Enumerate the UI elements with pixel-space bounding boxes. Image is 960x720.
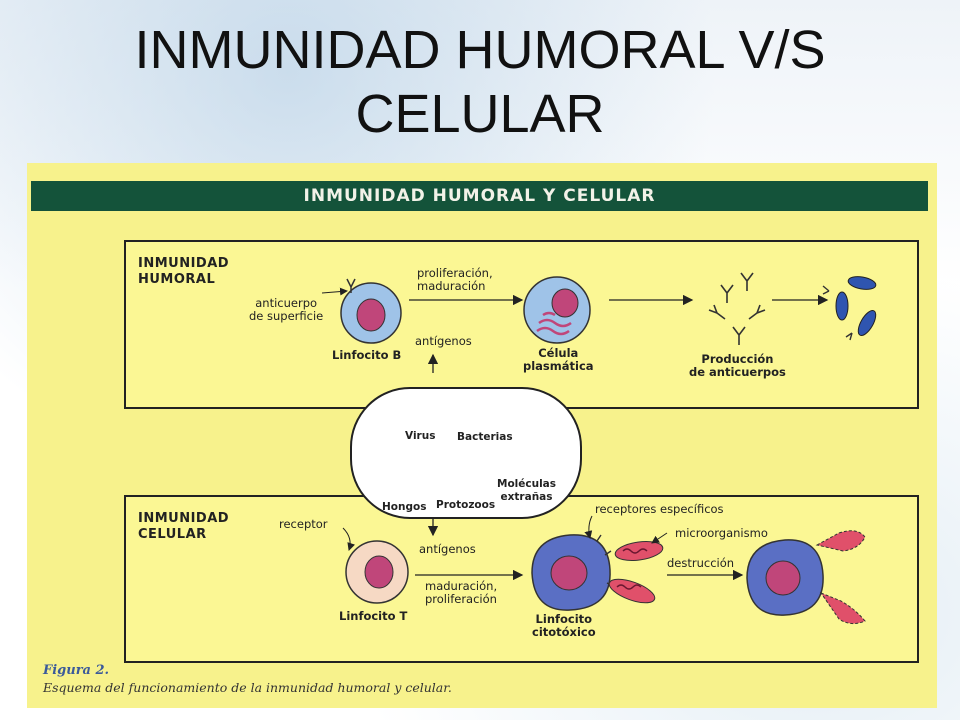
label-anticuerpo-line2: de superficie bbox=[249, 309, 324, 323]
label-citotoxico: Linfocito citotóxico bbox=[532, 613, 596, 639]
pathogens-oval bbox=[350, 387, 582, 519]
label-hongos: Hongos bbox=[382, 501, 427, 513]
label-linfocito-b: Linfocito B bbox=[332, 348, 402, 362]
label-maduracion-line2: proliferación bbox=[425, 592, 497, 606]
plasma-cell-icon bbox=[523, 276, 591, 344]
microorganism-icon bbox=[608, 540, 664, 604]
label-moleculas-line2: extrañas bbox=[500, 491, 553, 503]
label-produccion-line1: Producción bbox=[701, 352, 774, 366]
label-receptor: receptor bbox=[279, 517, 328, 531]
label-maduracion: maduración, proliferación bbox=[425, 580, 497, 606]
label-antigenos-humoral: antígenos bbox=[415, 334, 472, 348]
slide-title-line2: CELULAR bbox=[355, 84, 605, 144]
figure-image: INMUNIDAD HUMORAL Y CELULAR INMUNIDAD HU… bbox=[27, 163, 937, 708]
celular-panel-title: INMUNIDAD CELULAR bbox=[138, 511, 229, 543]
label-anticuerpo: anticuerpo de superficie bbox=[249, 297, 323, 323]
label-receptores: receptores específicos bbox=[595, 502, 724, 516]
label-proliferacion-line1: proliferación, bbox=[417, 266, 493, 280]
label-celula-line1: Célula bbox=[538, 346, 579, 360]
neutralized-microbes-icon bbox=[822, 276, 877, 341]
label-produccion-line2: de anticuerpos bbox=[689, 365, 786, 379]
label-antigenos-celular: antígenos bbox=[419, 542, 476, 556]
cytotoxic-destroying-icon bbox=[746, 530, 866, 625]
label-moleculas-line1: Moléculas bbox=[497, 478, 557, 490]
figure-caption-head: Figura 2. bbox=[43, 663, 110, 678]
humoral-panel: INMUNIDAD HUMORAL bbox=[124, 240, 919, 409]
slide-title: INMUNIDAD HUMORAL V/S CELULAR bbox=[0, 18, 960, 146]
label-linfocito-t: Linfocito T bbox=[339, 609, 408, 623]
label-maduracion-line1: maduración, bbox=[425, 579, 498, 593]
figure-caption-text: Esquema del funcionamiento de la inmunid… bbox=[43, 680, 452, 695]
label-citotoxico-line2: citotóxico bbox=[532, 625, 596, 639]
celular-title-line1: INMUNIDAD bbox=[138, 511, 230, 526]
label-anticuerpo-line1: anticuerpo bbox=[255, 296, 318, 310]
humoral-panel-title: INMUNIDAD HUMORAL bbox=[138, 256, 229, 288]
label-virus: Virus bbox=[405, 430, 436, 442]
figure-banner: INMUNIDAD HUMORAL Y CELULAR bbox=[31, 181, 928, 211]
b-lymphocyte-icon bbox=[340, 278, 402, 344]
antibodies-icon bbox=[708, 272, 766, 345]
label-celula-plasmatica: Célula plasmática bbox=[523, 347, 594, 373]
cytotoxic-lymphocyte-icon bbox=[531, 534, 614, 611]
anticuerpo-pointer bbox=[321, 287, 348, 296]
label-microorganismo: microorganismo bbox=[675, 526, 768, 540]
humoral-title-line2: HUMORAL bbox=[138, 272, 216, 287]
label-proliferacion-line2: maduración bbox=[417, 279, 486, 293]
label-destruccion: destrucción bbox=[667, 556, 735, 570]
label-protozoos: Protozoos bbox=[436, 499, 496, 511]
label-citotoxico-line1: Linfocito bbox=[535, 612, 593, 626]
humoral-title-line1: INMUNIDAD bbox=[138, 256, 230, 271]
celular-title-line2: CELULAR bbox=[138, 527, 207, 542]
label-bacterias: Bacterias bbox=[457, 431, 513, 443]
label-produccion: Producción de anticuerpos bbox=[689, 353, 786, 379]
label-celula-line2: plasmática bbox=[523, 359, 594, 373]
label-proliferacion: proliferación, maduración bbox=[417, 267, 493, 293]
receptor-pointer bbox=[342, 527, 356, 551]
label-moleculas: Moléculas extrañas bbox=[497, 478, 556, 504]
slide-title-line1: INMUNIDAD HUMORAL V/S bbox=[134, 20, 826, 80]
t-lymphocyte-icon bbox=[345, 540, 409, 604]
